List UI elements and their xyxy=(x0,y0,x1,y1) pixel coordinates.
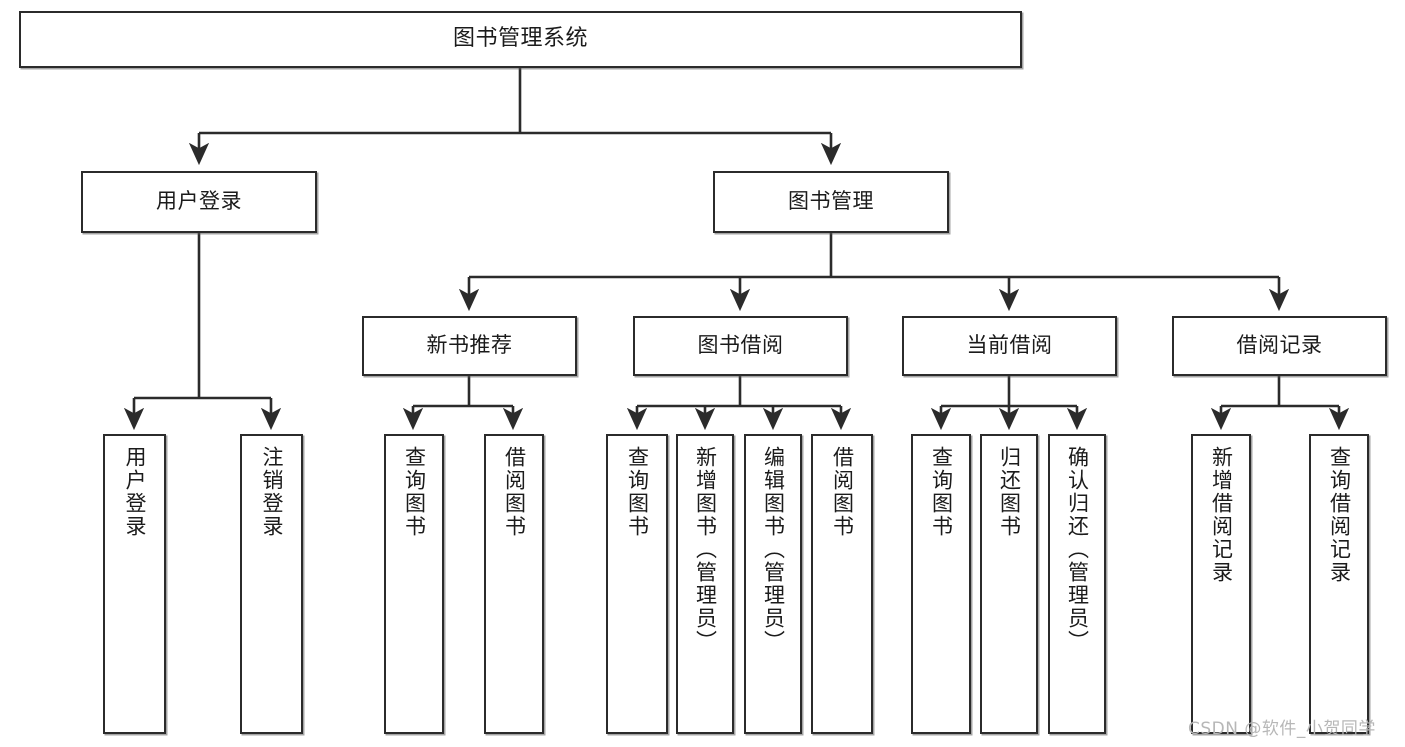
node-label: 查询借阅记录 xyxy=(1327,446,1352,584)
node-book-management[interactable]: 图书管理 xyxy=(713,171,949,233)
node-label: 归还图书 xyxy=(997,446,1022,538)
node-label: 图书借阅 xyxy=(697,333,784,358)
leaf-user-login-logout[interactable]: 注销登录 xyxy=(240,434,303,734)
node-label: 查询图书 xyxy=(402,446,427,538)
node-label: 用户登录 xyxy=(122,446,147,538)
leaf-record-query-record[interactable]: 查询借阅记录 xyxy=(1309,434,1369,734)
node-label: 注销登录 xyxy=(259,446,284,538)
csdn-watermark: CSDN @软件_小贺同学 xyxy=(1188,719,1376,739)
node-new-book-recommend[interactable]: 新书推荐 xyxy=(362,316,577,376)
node-label: 当前借阅 xyxy=(966,333,1053,358)
node-label: 借阅记录 xyxy=(1236,333,1323,358)
node-current-borrow[interactable]: 当前借阅 xyxy=(902,316,1117,376)
node-label: 图书管理 xyxy=(788,189,874,214)
leaf-recommend-borrow-book[interactable]: 借阅图书 xyxy=(484,434,544,734)
node-borrow-record[interactable]: 借阅记录 xyxy=(1172,316,1387,376)
leaf-current-return-book[interactable]: 归还图书 xyxy=(980,434,1038,734)
leaf-user-login-login[interactable]: 用户登录 xyxy=(103,434,166,734)
leaf-recommend-query-book[interactable]: 查询图书 xyxy=(384,434,444,734)
leaf-borrow-edit-book-admin[interactable]: 编辑图书（管理员） xyxy=(744,434,802,734)
leaf-record-add-record[interactable]: 新增借阅记录 xyxy=(1191,434,1251,734)
leaf-current-query-book[interactable]: 查询图书 xyxy=(911,434,971,734)
node-user-login[interactable]: 用户登录 xyxy=(81,171,317,233)
node-label: 借阅图书 xyxy=(502,446,527,538)
leaf-borrow-add-book-admin[interactable]: 新增图书（管理员） xyxy=(676,434,734,734)
node-label: 新书推荐 xyxy=(426,333,513,358)
node-root-system[interactable]: 图书管理系统 xyxy=(19,11,1022,68)
node-label: 用户登录 xyxy=(156,189,242,214)
leaf-borrow-query-book[interactable]: 查询图书 xyxy=(606,434,668,734)
node-label: 确认归还（管理员） xyxy=(1065,446,1090,653)
node-book-borrow[interactable]: 图书借阅 xyxy=(633,316,848,376)
leaf-current-confirm-return-admin[interactable]: 确认归还（管理员） xyxy=(1048,434,1106,734)
node-label: 查询图书 xyxy=(929,446,954,538)
leaf-borrow-borrow-book[interactable]: 借阅图书 xyxy=(811,434,873,734)
node-label: 查询图书 xyxy=(625,446,650,538)
node-label: 新增图书（管理员） xyxy=(693,446,718,653)
node-label: 编辑图书（管理员） xyxy=(761,446,786,653)
node-label: 图书管理系统 xyxy=(452,26,588,52)
node-label: 借阅图书 xyxy=(830,446,855,538)
node-label: 新增借阅记录 xyxy=(1209,446,1234,584)
